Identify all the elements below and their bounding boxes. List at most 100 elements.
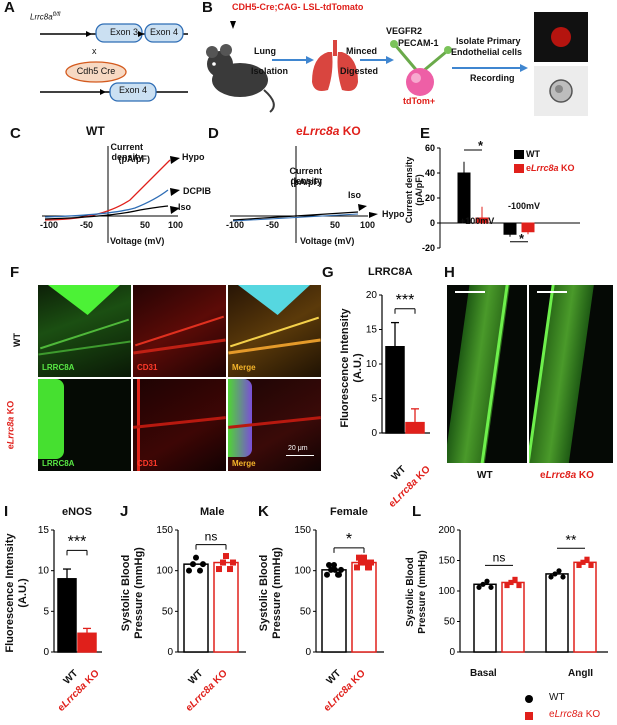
panel-k-datapoint [354,564,360,571]
panel-l-xtick-angii: AngII [568,668,593,679]
panel-c-ylabel2: (pA/pF) [118,154,151,164]
panel-l-datapoint [576,562,582,568]
panel-c-iso: Iso [178,202,192,212]
panel-g-ytick-label: 20 [366,290,378,301]
panel-letter-h: H [444,264,455,281]
panel-l-datapoint [516,582,522,589]
panel-l-bar [501,581,525,653]
panel-d-xtick-2: -50 [266,220,280,230]
panel-letter-k: K [258,503,269,520]
panel-b-title: CDH5-Cre;CAG- LSL-tdTomato [232,2,364,12]
panel-k-datapoint [324,571,330,578]
micrograph-ko-cd31: CD31 [133,379,226,471]
panel-g-bar [385,346,405,434]
panel-k-datapoint [332,566,338,573]
panel-i-ytick-label: 15 [38,525,50,536]
panel-d-hypo: Hypo [382,209,405,219]
panel-letter-b: B [202,0,213,16]
panel-g-ytick-label: 0 [371,428,377,439]
panel-j-datapoint [193,554,199,561]
panel-letter-c: C [10,125,21,142]
panel-j-ytick-label: 0 [167,647,173,658]
panel-letter-i: I [4,503,9,520]
panel-d-iv-plot [230,146,378,243]
panel-e-ytick-label: 20 [425,193,435,203]
panel-letter-d: D [208,125,219,142]
panel-c-xtick-2: -50 [80,220,94,230]
panel-k-sig-label: * [346,531,352,548]
panel-e-ylabel: Current density(pA/pF) [404,156,424,224]
micrograph-ko-merge: Merge 20 μm [228,379,321,471]
panel-l-legend-ko-marker [525,712,533,720]
micrograph-wt-cd31: CD31 [133,285,226,377]
panel-a-construct [40,23,188,102]
panel-i-ytick-label: 0 [43,647,49,658]
panel-c-iv-plot [42,146,180,243]
panel-b-lung: Lung [254,46,276,56]
panel-j-datapoint [230,559,236,566]
panel-f-ch2-label: CD31 [137,363,158,372]
panel-j-ytick-label: 50 [162,606,174,617]
panel-f-ko-ch2-label: CD31 [137,459,158,468]
panel-c-xtick-4: 100 [168,220,184,230]
panel-c-xtick-3: 50 [140,220,151,230]
panel-f-ko-ch1-label: LRRC8A [42,459,75,468]
panel-j-bar [183,563,209,653]
panel-j-ytick-label: 150 [156,525,173,536]
lung-icon [312,40,358,91]
panel-d-ylabel: Current density [289,166,322,186]
panel-k-bar [321,569,347,653]
panel-k-ytick-label: 50 [300,606,312,617]
panel-f-scalebar: 20 μm [288,445,308,452]
panel-b-isolate2: Endothelial cells [451,47,523,57]
panel-l-ytick-label: 100 [438,586,455,597]
panel-l-datapoint [548,574,554,580]
panel-e-group1: +100mV [460,216,495,226]
panel-k-datapoint [366,564,372,571]
panel-letter-l: L [412,503,422,520]
panel-l-legend-ko: eLrrc8a KO [549,709,601,720]
panel-c-dcpib: DCPIB [183,186,212,196]
panel-j-bar [213,561,239,653]
panel-g-title: LRRC8A [368,266,413,278]
panel-d-ylabel2: (pA/pF) [290,177,323,187]
panel-k-datapoint [331,561,337,568]
panel-d-title: eLrrc8a KO [296,124,361,138]
panel-k-datapoint [326,561,332,568]
panel-d-xtick-3: 50 [330,220,341,230]
panel-i-bar [57,578,77,653]
panel-j-datapoint [227,566,233,573]
panel-g-ytick-label: 5 [371,394,377,405]
mouse-icon [206,44,275,113]
panel-l-datapoint [480,581,486,587]
panel-l-datapoint [512,576,518,583]
panel-b-isolate1: Isolate Primary [456,36,521,46]
panel-l-legend-wt-marker [525,695,533,703]
panel-b-minced: Minced [346,46,378,56]
panel-letter-f: F [10,264,20,281]
panel-l-legend-wt: WT [549,692,565,703]
panel-j-sig-label: ns [205,530,218,544]
panel-j-datapoint [216,566,222,573]
panel-e-legend-wt-swatch [514,150,524,159]
panel-d-xtick-1: -100 [226,220,245,230]
panel-k-datapoint [336,571,342,578]
panel-g-ytick-label: 10 [366,359,378,370]
panel-l-datapoint [560,574,566,580]
panel-a-cross: x [92,46,97,56]
panel-g-bar [405,421,425,434]
panel-k-title: Female [330,506,368,518]
panel-letter-a: A [4,0,15,16]
panel-j-datapoint [200,561,206,568]
panel-l-bar [545,573,569,653]
panel-h-x2: eLrrc8a KO [540,470,594,481]
panel-e-legend-ko-swatch [514,164,524,173]
panel-l-datapoint [508,579,514,586]
panel-i-sig-label: *** [68,533,87,550]
panel-j-xtick-wt: WT [186,668,206,687]
panel-k-datapoint [361,554,367,561]
